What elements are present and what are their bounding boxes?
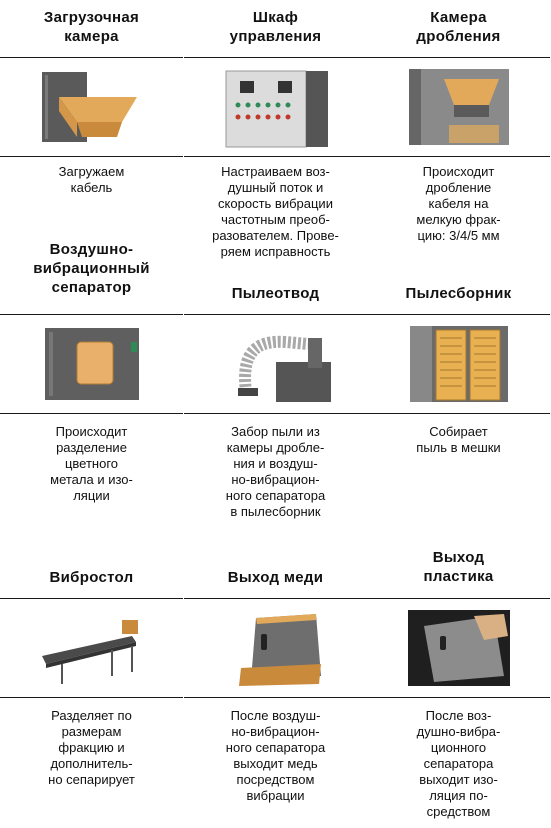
- step-title: Пылесборник: [405, 285, 512, 302]
- crushing-chamber-image: [367, 57, 550, 157]
- step-description: Происходит разделение цветного метала и …: [50, 424, 133, 503]
- step-description: Происходит дробление кабеля на мелкую фр…: [416, 164, 501, 243]
- step-title: Камера дробления: [416, 9, 501, 45]
- step-crushing-chamber: Камера дробления Происходит дробление ка…: [367, 0, 550, 270]
- step-description: Настраиваем воз- душный поток и скорость…: [212, 164, 339, 259]
- step-title: Шкаф управления: [229, 9, 322, 45]
- dust-duct-image: [184, 314, 367, 414]
- step-plastic-outlet: Выход пластика После воз- душно-вибра- ц…: [367, 548, 550, 828]
- loading-chamber-image: [0, 57, 183, 157]
- step-title: Воздушно- вибрационный сепаратор: [33, 241, 150, 296]
- step-description: Загружаем кабель: [58, 164, 125, 195]
- step-description: Собирает пыль в мешки: [416, 424, 501, 455]
- step-title: Выход меди: [227, 569, 324, 586]
- step-title: Выход пластика: [423, 549, 494, 585]
- step-dust-duct: Пылеотвод Забор пыли из камеры дробле- н…: [184, 240, 367, 530]
- step-title: Пылеотвод: [231, 285, 320, 302]
- step-description: Разделяет по размерам фракцию и дополнит…: [48, 708, 135, 787]
- air-vibration-separator-image: [0, 314, 183, 414]
- step-copper-outlet: Выход меди После воздуш- но-вибрацион- н…: [184, 548, 367, 828]
- plastic-outlet-image: [367, 598, 550, 698]
- step-description: Забор пыли из камеры дробле- ния и возду…: [225, 424, 326, 519]
- control-cabinet-image: [184, 57, 367, 157]
- step-description: После воз- душно-вибра- ционного сепарат…: [416, 708, 501, 819]
- step-loading-chamber: Загрузочная камера Загружаем кабель: [0, 0, 183, 270]
- step-title: Загрузочная камера: [43, 9, 140, 45]
- step-dust-collector: Пылесборник Собирает пыль в мешки: [367, 240, 550, 530]
- step-vibrating-table: Вибростол Разделяет по размерам фракцию …: [0, 548, 183, 828]
- step-control-cabinet: Шкаф управления Настраиваем воз- душный …: [184, 0, 367, 270]
- dust-collector-image: [367, 314, 550, 414]
- copper-outlet-image: [184, 598, 367, 698]
- vibrating-table-image: [0, 598, 183, 698]
- step-title: Вибростол: [49, 569, 134, 586]
- step-air-vibration-separator: Воздушно- вибрационный сепаратор Происхо…: [0, 240, 183, 530]
- step-description: После воздуш- но-вибрацион- ного сепарат…: [225, 708, 326, 803]
